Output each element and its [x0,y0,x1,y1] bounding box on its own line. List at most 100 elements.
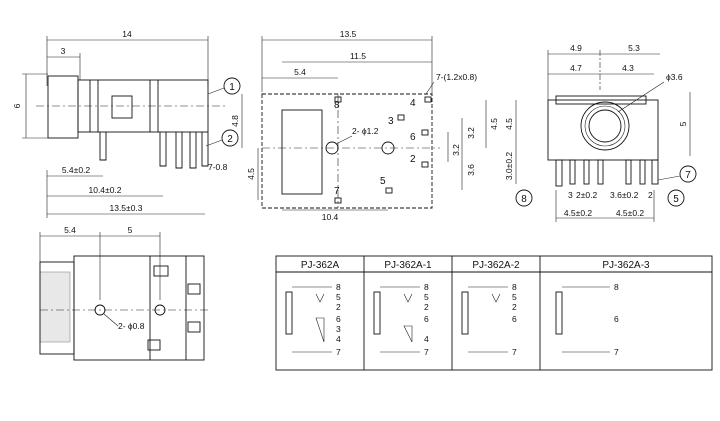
contact-spring [315,293,325,303]
callout-circle [515,189,533,207]
dim-r4: 3.6 [466,164,476,176]
body-outline [73,255,205,361]
terminal-pad [153,265,169,277]
pin-label: 8 [424,282,429,292]
pin-label: 8 [334,100,340,111]
dim-w2: 5.3 [628,43,640,53]
pin-label: 6 [512,314,517,324]
model-header: PJ-362A-1 [384,260,432,271]
contact-blade [403,325,413,343]
pin-label: 8 [512,282,517,292]
callout-circle [223,77,241,95]
pin-slot [334,96,342,103]
leader-line [207,87,225,95]
dim-total: 13.5 [340,29,357,39]
callout-2: 2 [227,134,233,145]
pin-label: 2 [410,154,416,165]
pin-label: 6 [424,314,429,324]
pin [159,132,167,167]
contact-spring [403,293,413,303]
model-header: PJ-362A [301,260,340,271]
pin [99,132,107,161]
pin-label: 2 [424,302,429,312]
pin [597,159,604,185]
pin-label: 5 [512,292,517,302]
leader-line [425,81,435,95]
pin-slot [385,187,393,194]
pin [201,132,209,167]
dim-h2: 4.5 [246,168,256,180]
pin-label: 2 [336,302,341,312]
pin-slot [397,114,405,121]
pin-label: 8 [336,282,341,292]
dim-left: 5.4 [294,67,306,77]
pin-slot [424,96,432,103]
sleeve-contact [555,291,563,335]
body-outline [261,93,433,209]
leader-line [335,135,353,145]
contact-spring [491,293,501,303]
dim-hole: ϕ3.6 [666,72,683,82]
dim-b1: 4.5±0.2 [564,208,593,218]
leader-line [617,81,665,113]
callout-7: 7 [685,170,691,181]
pin-label: 5 [380,176,386,187]
pin-label: 6 [614,314,619,324]
pin-label: 3 [388,116,394,127]
front-sleeve [47,75,79,139]
pin-label: 4 [424,334,429,344]
front-view: 4.9 5.3 4.7 4.3 ϕ3.6 4.5 5 3.0±0.2 3 2±0… [504,43,697,222]
callout-circle [679,165,697,183]
dim-h1: 4.8 [230,115,240,127]
pin-label: 7 [614,347,619,357]
pin-label: 5 [336,292,341,302]
dim-p1: 3 [568,190,573,200]
dim-h3: 3.0±0.2 [504,152,514,181]
pin [651,159,659,185]
callout-8: 8 [521,194,527,205]
terminal-pad [147,339,161,351]
contact-blade [315,317,325,343]
pin [625,159,632,185]
pin-label: 6 [410,132,416,143]
body-outline [547,99,659,161]
pin [555,159,563,187]
side-view: 14 3 6 5.4±0.2 10.4±0.2 13.5±0.3 7-0.8 [12,29,241,218]
pin [189,132,197,169]
pin [175,132,183,169]
pin-label: 7 [336,347,341,357]
dim-p3: 3.6±0.2 [610,190,639,200]
sleeve-contact [373,291,381,335]
terminal-pad [187,283,201,295]
sleeve-contact [285,291,293,335]
pin-label: 7 [334,186,340,197]
dim-p4: 2 [648,190,653,200]
dim-pitch: 7-0.8 [208,162,228,172]
dim-hole: 2- ϕ0.8 [118,321,145,331]
top-view: 13.5 11.5 5.4 7-(1.2x0.8) 4.8 4.5 2- ϕ1.… [230,29,499,222]
mount-hole [325,141,339,155]
dim-h2: 5 [678,121,688,126]
mount-hole [381,141,395,155]
pin-slot [421,129,429,136]
pin [569,159,576,185]
schematic-wire [562,286,610,353]
pin [639,159,646,185]
jack-hole [588,109,622,143]
schematic-wire [380,286,420,353]
pin-label: 8 [614,282,619,292]
dim-w1: 5.4 [64,225,76,235]
pin-slot [421,161,429,168]
dim-w2: 5 [128,225,133,235]
pin-label: 7 [424,347,429,357]
dim-w4: 4.3 [622,63,634,73]
leader-line [205,139,223,147]
dim-total: 14 [122,29,132,39]
dim-height: 6 [12,103,22,108]
pin-label: 7 [512,347,517,357]
dim-h1: 4.5 [504,118,514,130]
sleeve-contact [461,291,469,335]
top-ridge [555,95,647,105]
model-header: PJ-362A-2 [472,260,520,271]
